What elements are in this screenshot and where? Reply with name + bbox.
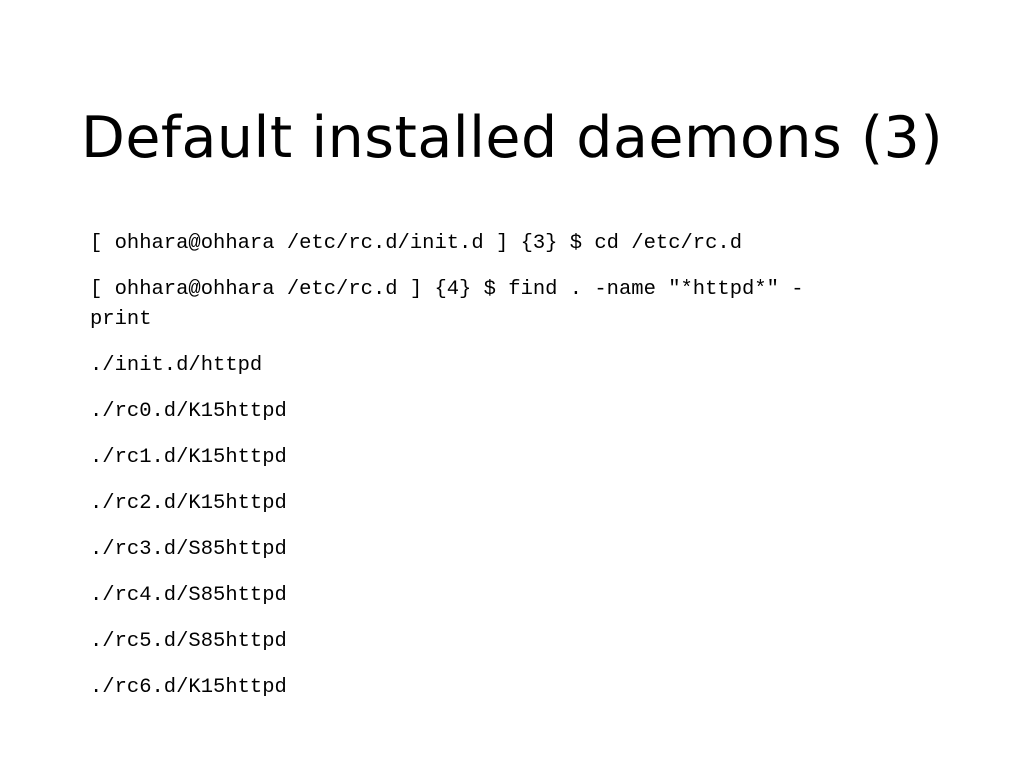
terminal-line: ./rc0.d/K15httpd	[90, 400, 287, 423]
terminal-output: [ ohhara@ohhara /etc/rc.d/init.d ] {3} $…	[90, 229, 810, 719]
terminal-line: ./init.d/httpd	[90, 354, 263, 377]
terminal-line: ./rc3.d/S85httpd	[90, 538, 287, 561]
terminal-line: ./rc5.d/S85httpd	[90, 630, 287, 653]
terminal-line: [ ohhara@ohhara /etc/rc.d/init.d ] {3} $…	[90, 232, 743, 255]
slide-title: Default installed daemons (3)	[80, 105, 944, 171]
terminal-line: ./rc4.d/S85httpd	[90, 584, 287, 607]
terminal-line: [ ohhara@ohhara /etc/rc.d ] {4} $ find .…	[90, 278, 804, 331]
terminal-line: ./rc2.d/K15httpd	[90, 492, 287, 515]
terminal-line: ./rc6.d/K15httpd	[90, 676, 287, 699]
terminal-line: ./rc1.d/K15httpd	[90, 446, 287, 469]
